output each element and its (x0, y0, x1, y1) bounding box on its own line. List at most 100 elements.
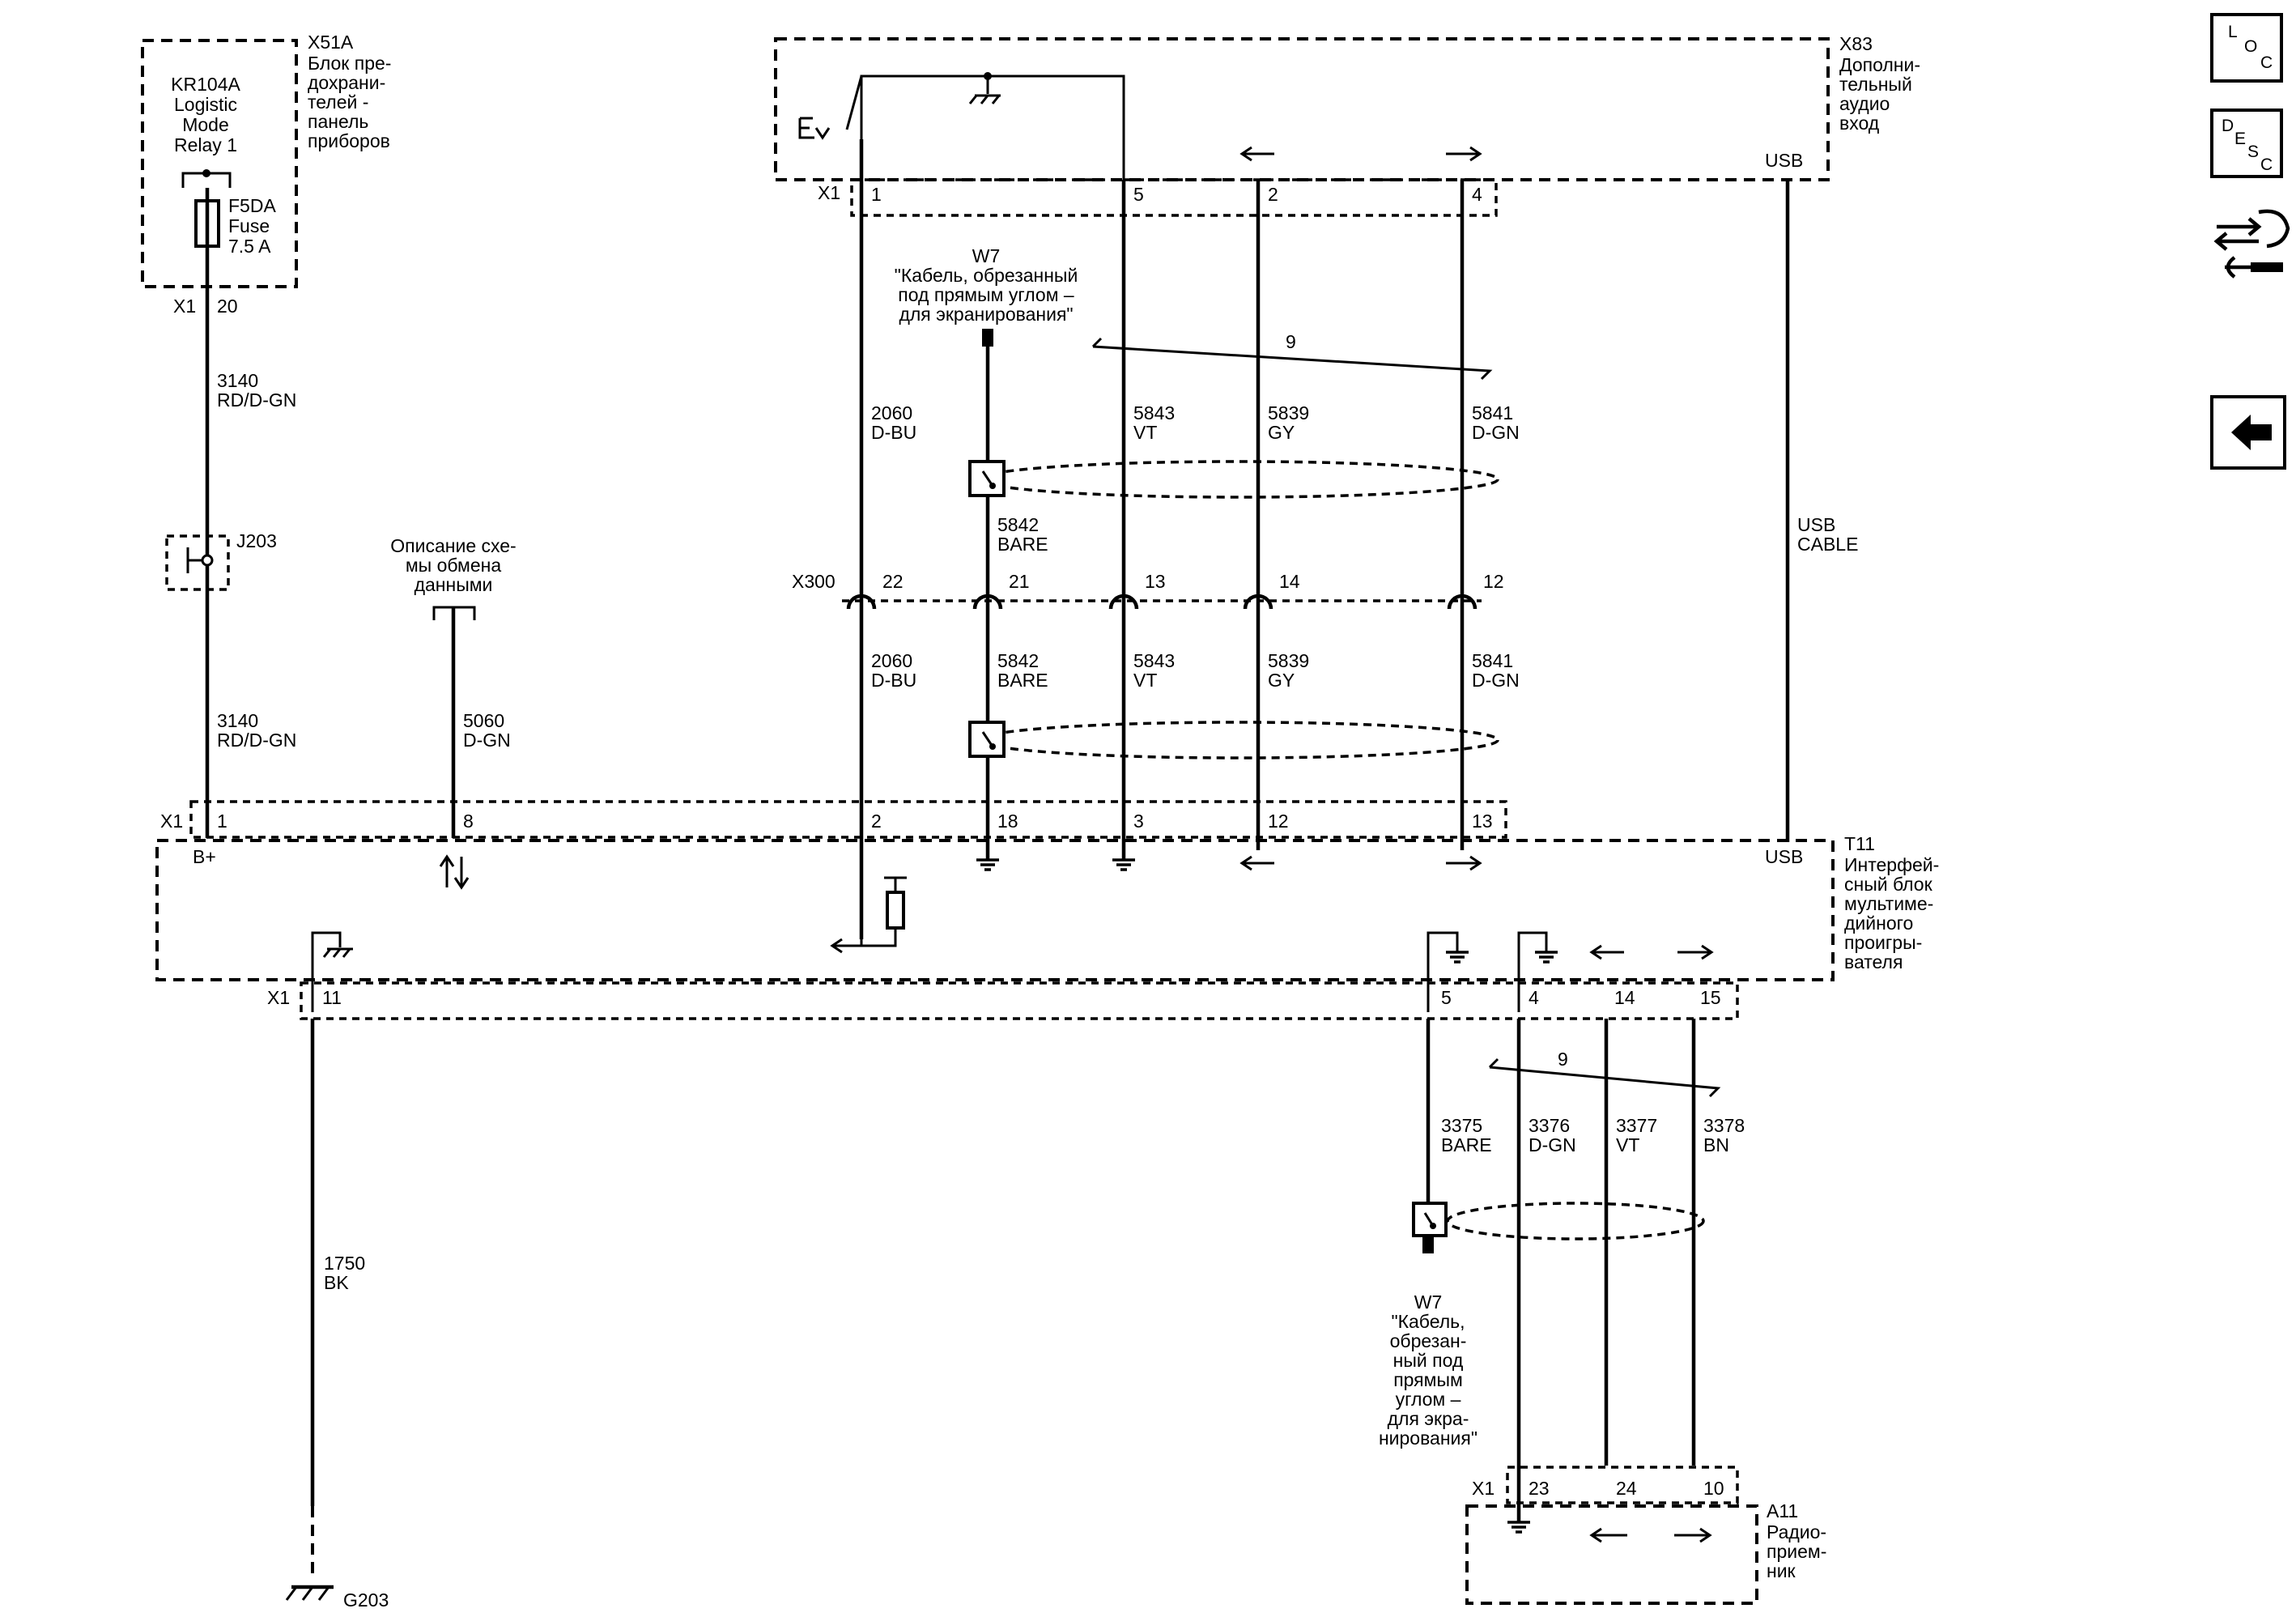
svg-text:W7: W7 (1414, 1291, 1443, 1313)
svg-text:S: S (2247, 143, 2259, 161)
svg-text:14: 14 (1614, 987, 1635, 1008)
svg-text:VT: VT (1133, 422, 1157, 443)
svg-text:3140: 3140 (217, 370, 258, 391)
svg-text:2060: 2060 (871, 650, 912, 671)
svg-text:мы обмена: мы обмена (406, 555, 501, 576)
svg-text:D-BU: D-BU (871, 422, 916, 443)
svg-text:под прямым углом –: под прямым углом – (898, 284, 1074, 305)
svg-text:Радио-: Радио- (1767, 1521, 1826, 1543)
comm-description[interactable]: Описание схе- мы обмена данными (390, 535, 517, 620)
svg-text:прямым: прямым (1393, 1369, 1463, 1390)
svg-text:приборов: приборов (308, 130, 390, 151)
svg-text:B+: B+ (193, 846, 216, 867)
svg-text:21: 21 (1009, 571, 1030, 592)
svg-text:3140: 3140 (217, 710, 258, 731)
svg-text:3: 3 (1133, 811, 1144, 832)
svg-text:1: 1 (871, 184, 882, 205)
svg-text:W7: W7 (972, 245, 1001, 266)
svg-text:X1: X1 (160, 811, 183, 832)
t11-interface-module: T11 Интерфей- сный блок мультиме- дийног… (155, 833, 1939, 1012)
svg-text:2: 2 (1268, 184, 1278, 205)
x51a-id: X51A (308, 32, 354, 53)
svg-text:VT: VT (1133, 670, 1157, 691)
svg-text:E: E (2234, 130, 2246, 148)
svg-text:1: 1 (217, 811, 227, 832)
data-up-arrow-icon (439, 854, 455, 887)
svg-text:5843: 5843 (1133, 402, 1175, 423)
svg-text:вход: вход (1839, 113, 1880, 134)
svg-text:12: 12 (1483, 571, 1504, 592)
right-arrow-icon (1677, 944, 1714, 960)
svg-text:BARE: BARE (997, 534, 1048, 555)
svg-text:проигры-: проигры- (1844, 932, 1922, 953)
svg-text:для экра-: для экра- (1388, 1408, 1469, 1429)
svg-text:5: 5 (1133, 184, 1144, 205)
svg-text:10: 10 (1703, 1478, 1724, 1499)
svg-text:D-BU: D-BU (871, 670, 916, 691)
loc-button[interactable]: L O C (2210, 13, 2283, 83)
svg-text:5: 5 (1441, 987, 1452, 1008)
svg-text:5843: 5843 (1133, 650, 1175, 671)
j203-splice (165, 534, 230, 591)
svg-text:BARE: BARE (997, 670, 1048, 691)
w7-top-label: W7 "Кабель, обрезанный под прямым углом … (895, 245, 1078, 325)
output-arrow-icon (830, 938, 863, 954)
svg-text:тельный: тельный (1839, 74, 1912, 95)
svg-text:5842: 5842 (997, 650, 1039, 671)
connector-repair-icon[interactable] (2213, 209, 2290, 279)
svg-text:BN: BN (1703, 1134, 1729, 1155)
svg-text:23: 23 (1529, 1478, 1550, 1499)
shield-bottom (1446, 1202, 1705, 1240)
svg-text:9: 9 (1558, 1049, 1568, 1070)
svg-text:BK: BK (324, 1272, 349, 1293)
svg-text:Mode: Mode (182, 114, 229, 135)
svg-text:вателя: вателя (1844, 951, 1903, 972)
svg-text:5841: 5841 (1472, 402, 1513, 423)
harness-ref-bottom (1489, 1066, 1721, 1098)
svg-text:CABLE: CABLE (1797, 534, 1858, 555)
desc-button[interactable]: D E S C (2210, 109, 2283, 178)
svg-text:Fuse: Fuse (228, 215, 270, 236)
svg-text:углом –: углом – (1396, 1389, 1461, 1410)
g203-ground-icon (285, 1585, 334, 1601)
svg-text:телей -: телей - (308, 91, 368, 113)
svg-text:13: 13 (1472, 811, 1493, 832)
svg-text:BARE: BARE (1441, 1134, 1492, 1155)
svg-text:USB: USB (1765, 150, 1803, 171)
shield-top (978, 460, 1499, 499)
svg-text:Relay 1: Relay 1 (174, 134, 237, 155)
svg-text:C: C (2260, 53, 2273, 72)
svg-text:Описание схе-: Описание схе- (390, 535, 516, 556)
svg-text:дийного: дийного (1844, 913, 1913, 934)
svg-text:ник: ник (1767, 1560, 1796, 1581)
svg-text:данными: данными (415, 574, 493, 595)
x51a-fuse-block: X51A Блок пре- дохрани- телей - панель п… (141, 32, 391, 288)
svg-text:прием-: прием- (1767, 1541, 1826, 1562)
svg-text:5839: 5839 (1268, 402, 1309, 423)
svg-text:20: 20 (217, 296, 238, 317)
svg-text:1750: 1750 (324, 1253, 365, 1274)
svg-text:D-GN: D-GN (1472, 422, 1520, 443)
back-arrow-icon (2231, 415, 2272, 450)
left-arrow-icon (1239, 146, 1274, 162)
svg-text:дохрани-: дохрани- (308, 72, 385, 93)
svg-text:"Кабель,: "Кабель, (1391, 1311, 1465, 1332)
svg-text:D-GN: D-GN (1472, 670, 1520, 691)
back-button[interactable] (2210, 395, 2286, 470)
right-arrow-icon (1674, 1527, 1712, 1543)
svg-text:GY: GY (1268, 422, 1295, 443)
svg-text:4: 4 (1529, 987, 1539, 1008)
svg-text:2: 2 (871, 811, 882, 832)
svg-text:22: 22 (882, 571, 904, 592)
svg-text:USB: USB (1797, 514, 1835, 535)
svg-text:3376: 3376 (1529, 1115, 1570, 1136)
svg-text:X300: X300 (792, 571, 835, 592)
svg-text:8: 8 (463, 811, 474, 832)
svg-text:C: C (2260, 155, 2273, 174)
svg-text:G203: G203 (343, 1589, 389, 1611)
svg-text:D-GN: D-GN (1529, 1134, 1576, 1155)
svg-text:5842: 5842 (997, 514, 1039, 535)
svg-text:KR104A: KR104A (171, 74, 240, 95)
svg-text:RD/D-GN: RD/D-GN (217, 389, 296, 411)
